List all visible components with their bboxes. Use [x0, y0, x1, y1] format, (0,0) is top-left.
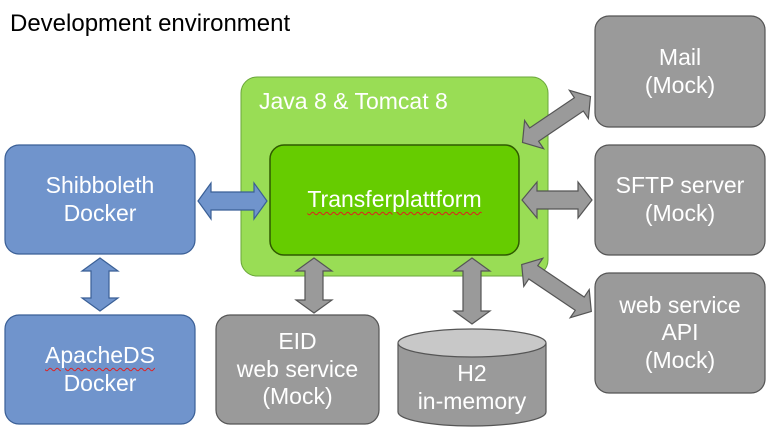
node-eid: [215, 314, 380, 425]
arrow-core-sftp: [521, 180, 593, 220]
node-transferplattform: [269, 144, 520, 256]
arrow-shibboleth-apacheds: [80, 257, 120, 312]
arrow-core-eid: [294, 257, 334, 314]
node-webapi: [594, 272, 766, 394]
arrow-core-h2: [452, 257, 492, 325]
node-shibboleth: [4, 144, 196, 255]
node-mail: [594, 15, 766, 128]
arrow-container-webapi: [521, 257, 592, 319]
node-apacheds: [4, 314, 196, 425]
diagram-title: Development environment: [10, 10, 291, 37]
arrow-shibboleth-core: [197, 181, 268, 221]
node-sftp: [594, 144, 766, 256]
node-h2: [397, 328, 547, 427]
arrow-container-mail: [521, 89, 592, 150]
